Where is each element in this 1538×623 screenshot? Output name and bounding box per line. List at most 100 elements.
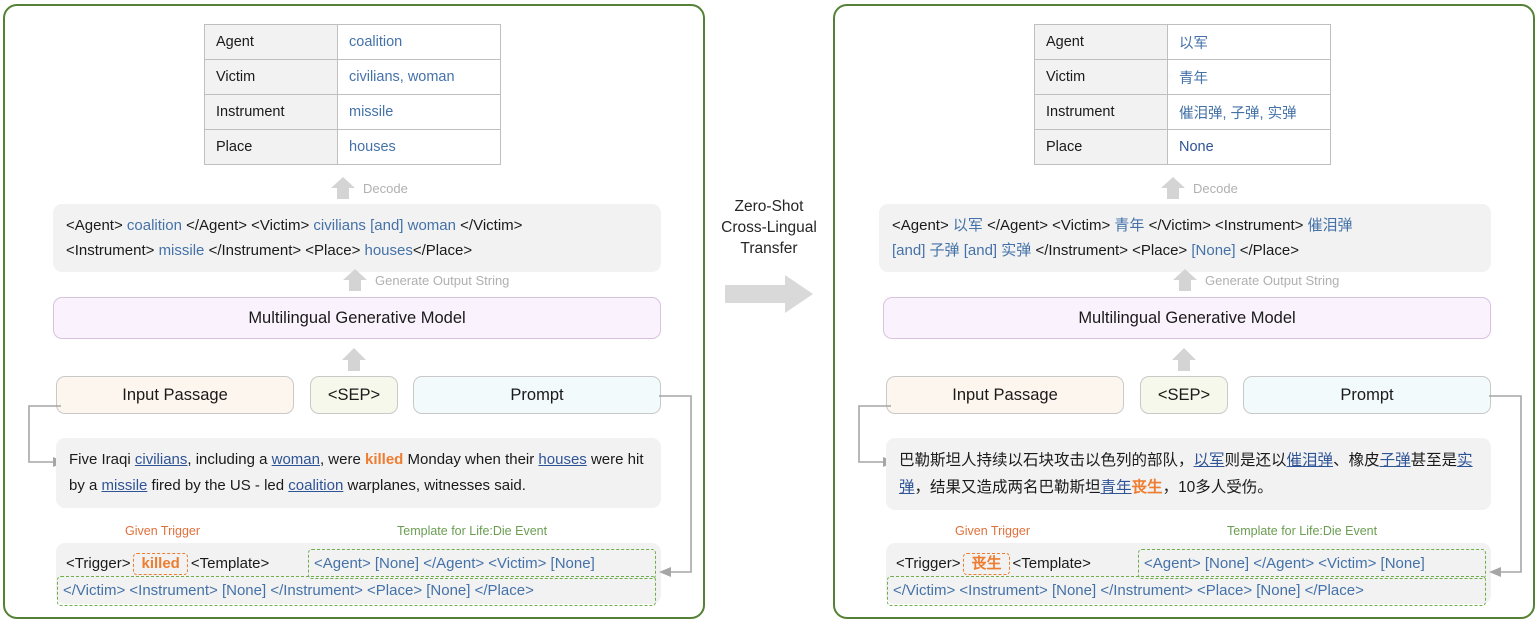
passage-trigger: killed xyxy=(364,451,404,468)
panel-english: Agent coalition Victim civilians, woman … xyxy=(3,4,705,619)
table-cell-value: civilians, woman xyxy=(337,59,501,95)
template-line-2: </Victim> <Instrument> [None] </Instrume… xyxy=(63,582,534,599)
trigger-row: <Trigger>killed<Template> xyxy=(66,552,269,576)
table-cell-value: 催泪弹, 子弹, 实弹 xyxy=(1167,94,1331,130)
table-cell-key: Instrument xyxy=(204,94,338,130)
passage-text: Monday when their xyxy=(403,451,539,468)
template-line-1: <Agent> [None] </Agent> <Victim> [None] xyxy=(314,555,595,572)
decode-label: Decode xyxy=(363,180,408,196)
template-line-1: <Agent> [None] </Agent> <Victim> [None] xyxy=(1144,555,1425,572)
transfer-label: Zero-Shot Cross-Lingual Transfer xyxy=(721,198,817,257)
out-tag: </Victim> <Instrument> xyxy=(1144,217,1308,234)
table-cell-value: houses xyxy=(337,129,501,165)
prompt-label: Prompt xyxy=(510,385,564,404)
template-caption: Template for Life:Die Event xyxy=(1227,524,1378,538)
generate-label: Generate Output String xyxy=(1205,272,1340,288)
prompt-label: Prompt xyxy=(1340,385,1394,404)
table-cell-value: None xyxy=(1167,129,1331,165)
out-tag: </Place> xyxy=(412,242,473,259)
passage-mention: 实弹 xyxy=(899,452,1473,496)
sep-label: <SEP> xyxy=(327,385,381,404)
out-tag: </Instrument> <Place> xyxy=(1035,242,1192,259)
table-row: Instrument missile xyxy=(204,94,501,130)
multilingual-generative-model-box[interactable]: Multilingual Generative Model xyxy=(883,297,1491,339)
out-tag: <Instrument> xyxy=(66,242,159,259)
zero-shot-transfer-block: Zero-Shot Cross-Lingual Transfer xyxy=(706,196,832,315)
generate-step: Generate Output String xyxy=(342,268,509,292)
transfer-arrow-wrap xyxy=(706,273,832,315)
prompt-connector xyxy=(1489,395,1522,577)
decode-label: Decode xyxy=(1193,180,1238,196)
sep-box[interactable]: <SEP> xyxy=(1140,376,1228,414)
out-tag: <Agent> xyxy=(892,217,953,234)
decode-step: Decode xyxy=(330,176,408,200)
table-cell-key: Victim xyxy=(204,59,338,95)
table-cell-key: Instrument xyxy=(1034,94,1168,130)
passage-text: ，10多人受伤。 xyxy=(1162,479,1273,496)
out-value: coalition xyxy=(126,217,182,234)
table-row: Agent coalition xyxy=(204,24,501,60)
table-cell-key: Place xyxy=(1034,129,1168,165)
passage-mention: missile xyxy=(101,477,148,494)
table-cell-key: Agent xyxy=(1034,24,1168,60)
out-tag: </Place> xyxy=(1235,242,1299,259)
out-value: 子弹 xyxy=(925,242,964,259)
out-value: civilians [and] woman xyxy=(313,217,456,234)
output-string-line-1: <Agent> 以军 </Agent> <Victim> 青年 </Victim… xyxy=(892,213,1478,238)
passage-mention: coalition xyxy=(288,477,344,494)
template-box-line2: </Victim> <Instrument> [None] </Instrume… xyxy=(887,576,1486,606)
passage-text: , were xyxy=(319,451,365,468)
table-row: Place None xyxy=(1034,129,1331,165)
argument-table-english: Agent coalition Victim civilians, woman … xyxy=(204,24,501,165)
passage-mention: 青年 xyxy=(1100,479,1132,496)
passage-text: 巴勒斯坦人持续以石块攻击以色列的部队， xyxy=(899,452,1194,469)
output-string-line-2: [and] 子弹 [and] 实弹 </Instrument> <Place> … xyxy=(892,238,1478,263)
multilingual-generative-model-box[interactable]: Multilingual Generative Model xyxy=(53,297,661,339)
passage-mention: 子弹 xyxy=(1379,452,1411,469)
passage-text: were hit by a xyxy=(69,451,644,494)
passage-text: warplanes, witnesses said. xyxy=(343,477,526,494)
prompt-block-english: <Trigger>killed<Template> <Agent> [None]… xyxy=(56,543,661,606)
input-passage-label: Input Passage xyxy=(122,385,228,404)
trigger-row: <Trigger>丧生<Template> xyxy=(896,552,1091,576)
prompt-box[interactable]: Prompt xyxy=(1243,376,1491,414)
passage-mention: houses xyxy=(538,451,587,468)
passage-text: , including a xyxy=(187,451,272,468)
template-caption: Template for Life:Die Event xyxy=(397,524,548,538)
input-passage-box[interactable]: Input Passage xyxy=(886,376,1124,414)
out-value: missile xyxy=(158,242,205,259)
passage-text: ，结果又造成两名巴勒斯坦 xyxy=(914,479,1101,496)
prompt-box[interactable]: Prompt xyxy=(413,376,661,414)
table-row: Agent 以军 xyxy=(1034,24,1331,60)
passage-mention: 以军 xyxy=(1193,452,1225,469)
given-trigger-caption: Given Trigger xyxy=(955,524,1031,538)
input-passage-box[interactable]: Input Passage xyxy=(56,376,294,414)
table-cell-value: coalition xyxy=(337,24,501,60)
out-tag: </Instrument> <Place> xyxy=(204,242,365,259)
out-value: houses xyxy=(364,242,413,259)
up-arrow-icon xyxy=(1172,348,1196,371)
input-passage-text-english: Five Iraqi civilians, including a woman,… xyxy=(56,438,661,508)
trigger-tag: <Trigger> xyxy=(896,555,961,572)
output-string-line-2: <Instrument> missile </Instrument> <Plac… xyxy=(66,238,648,263)
sep-box[interactable]: <SEP> xyxy=(310,376,398,414)
model-label: Multilingual Generative Model xyxy=(248,308,466,327)
passage-mention: woman xyxy=(271,451,320,468)
prompt-block-chinese: <Trigger>丧生<Template> <Agent> [None] </A… xyxy=(886,543,1491,606)
generate-step: Generate Output String xyxy=(1172,268,1339,292)
out-tag: <Agent> xyxy=(66,217,127,234)
template-box-line1: <Agent> [None] </Agent> <Victim> [None] xyxy=(1138,549,1486,579)
out-value: 以军 xyxy=(952,217,983,234)
input-passage-text-chinese: 巴勒斯坦人持续以石块攻击以色列的部队，以军则是还以催泪弹、橡皮子弹甚至是实弹，结… xyxy=(886,438,1491,510)
out-tag: </Agent> <Victim> xyxy=(181,217,314,234)
output-string-box-english: <Agent> coalition </Agent> <Victim> civi… xyxy=(53,204,661,272)
template-box-line1: <Agent> [None] </Agent> <Victim> [None] xyxy=(308,549,656,579)
table-cell-value: 以军 xyxy=(1167,24,1331,60)
prompt-connector xyxy=(659,395,692,577)
passage-text: 则是还以 xyxy=(1224,452,1287,469)
out-value: 催泪弹 xyxy=(1307,217,1353,234)
out-value: 青年 xyxy=(1114,217,1145,234)
input-passage-label: Input Passage xyxy=(952,385,1058,404)
decode-step: Decode xyxy=(1160,176,1238,200)
